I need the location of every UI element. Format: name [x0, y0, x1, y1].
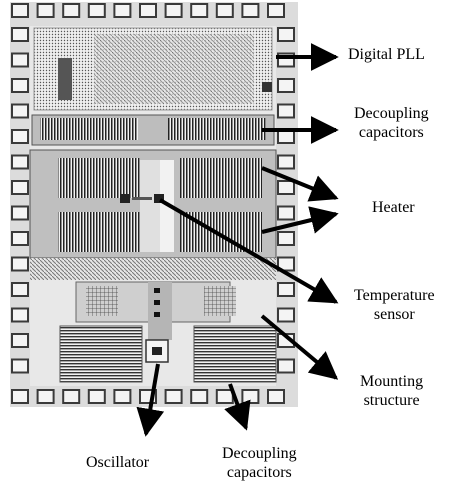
bond-pad [278, 156, 294, 169]
label-temperature-sensor: Temperature sensor [354, 286, 435, 324]
bond-pad [114, 4, 130, 17]
bond-pad [191, 4, 207, 17]
bond-pad [12, 54, 28, 67]
bond-pad [278, 79, 294, 92]
bond-pad [12, 283, 28, 296]
bond-pad [89, 390, 105, 403]
bond-pad [12, 207, 28, 220]
bond-pad [140, 4, 156, 17]
bond-pad [12, 105, 28, 118]
oscillator-block [146, 340, 168, 362]
bond-pad [242, 390, 258, 403]
bond-pad [217, 4, 233, 17]
bond-pad [278, 360, 294, 373]
bond-pad [12, 4, 28, 17]
bond-pad [278, 309, 294, 322]
bond-pad [278, 105, 294, 118]
bond-pad [268, 390, 284, 403]
bond-pad [278, 181, 294, 194]
bond-pad [278, 232, 294, 245]
label-heater: Heater [372, 198, 415, 217]
bond-pad [166, 390, 182, 403]
bond-pad [191, 390, 207, 403]
bond-pad [63, 390, 79, 403]
label-digital-pll: Digital PLL [348, 45, 425, 64]
bond-pad [38, 4, 54, 17]
bond-pad [114, 390, 130, 403]
bond-pad [38, 390, 54, 403]
bond-pad [278, 28, 294, 41]
bond-pad [12, 334, 28, 347]
bond-pad [217, 390, 233, 403]
bond-pad [12, 181, 28, 194]
bond-pad [12, 360, 28, 373]
bond-pad [12, 232, 28, 245]
bond-pad [278, 283, 294, 296]
bond-pad [268, 4, 284, 17]
label-oscillator: Oscillator [86, 453, 149, 472]
label-decoupling-capacitors-bottom: Decoupling capacitors [222, 444, 297, 482]
label-decoupling-capacitors-top: Decoupling capacitors [354, 104, 429, 142]
bond-pad [12, 390, 28, 403]
interconnect-strip [30, 258, 276, 280]
bond-pad [278, 207, 294, 220]
label-mounting-structure: Mounting structure [360, 372, 423, 410]
bond-pad [12, 258, 28, 271]
decoupling-capacitors-top [32, 115, 274, 145]
bond-pad [166, 4, 182, 17]
digital-pll-block [34, 28, 272, 110]
bond-pad [242, 4, 258, 17]
bond-pad [12, 79, 28, 92]
bond-pad [12, 309, 28, 322]
bond-pad [89, 4, 105, 17]
heater-blocks [30, 150, 276, 258]
bond-pad [12, 156, 28, 169]
bond-pad [63, 4, 79, 17]
bond-pad [12, 28, 28, 41]
bond-pad [12, 130, 28, 143]
